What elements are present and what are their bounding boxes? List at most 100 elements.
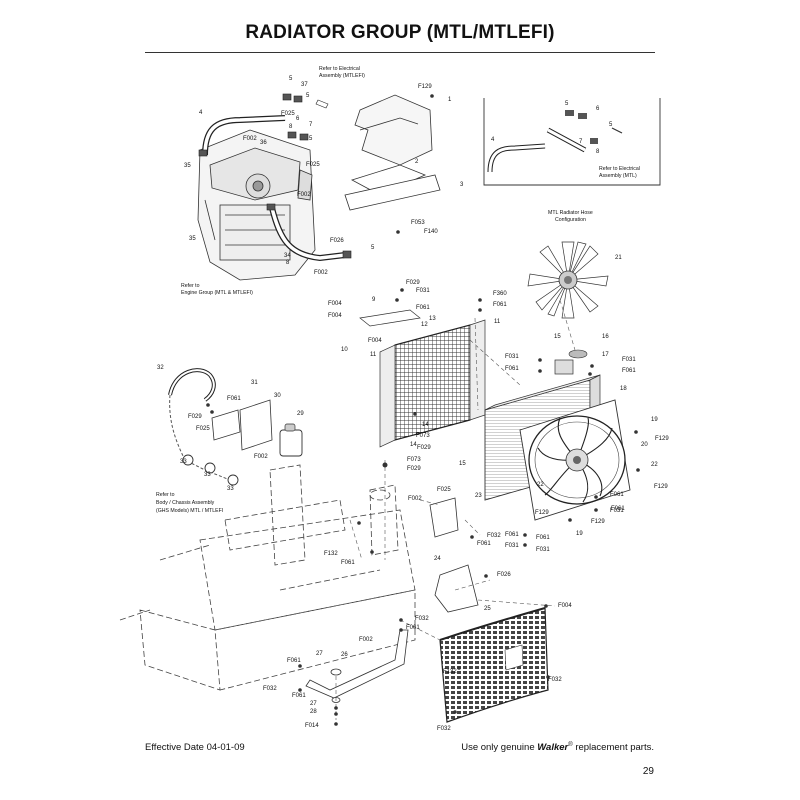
- part-callout: 16: [602, 334, 609, 340]
- part-callout: 33: [204, 472, 211, 478]
- part-callout: 34: [284, 253, 291, 259]
- hose-clamps: [198, 93, 352, 259]
- part-callout: F129: [535, 510, 549, 516]
- part-callout: 13: [429, 316, 436, 322]
- hardware-fasteners: [206, 94, 640, 726]
- part-callout: 28: [310, 709, 317, 715]
- part-callout: F061: [611, 506, 625, 512]
- part-callout: 22: [651, 462, 658, 468]
- part-callout: 1: [448, 97, 452, 103]
- effective-date: Effective Date 04-01-09: [145, 742, 245, 753]
- part-callout: 21: [615, 255, 622, 261]
- part-callout: F031: [610, 508, 624, 514]
- trademark-symbol: ®: [568, 742, 573, 748]
- part-callout: 11: [370, 352, 377, 358]
- part-callout: 5: [565, 101, 569, 107]
- part-callout: 19: [576, 531, 583, 537]
- genuine-parts-notice: Use only genuine Walker® replacement par…: [461, 742, 654, 753]
- part-callout: F002: [408, 496, 422, 502]
- lower-bracket: [305, 629, 409, 703]
- part-callout: F129: [591, 519, 605, 525]
- note-chassis-line2: Body / Chassis Assembly: [156, 500, 215, 506]
- part-callout: 29: [297, 411, 304, 417]
- part-callout: 5: [609, 122, 613, 128]
- part-callout: F029: [406, 280, 420, 286]
- note-engine-line2: Engine Group (MTL & MTLEFI): [181, 290, 253, 296]
- part-callout: 6: [296, 116, 300, 122]
- front-grille: [439, 607, 549, 723]
- part-callout: F129: [654, 484, 668, 490]
- part-callout: 9: [372, 297, 376, 303]
- part-callout: 32: [157, 365, 164, 371]
- part-callout: F026: [330, 238, 344, 244]
- part-callout: F061: [292, 693, 306, 699]
- part-callout: 7: [579, 139, 583, 145]
- assembly-leader-lines: [335, 299, 576, 720]
- part-callout: F031: [416, 288, 430, 294]
- part-callout: F004: [368, 338, 382, 344]
- part-callout: 8: [286, 260, 290, 266]
- part-callout: F029: [188, 414, 202, 420]
- part-callout: F002: [359, 637, 373, 643]
- part-callout: 15: [554, 334, 561, 340]
- part-callout: F004: [558, 603, 572, 609]
- note-engine-line1: Refer to: [181, 283, 200, 289]
- part-callout: F061: [505, 532, 519, 538]
- part-callout: F061: [227, 396, 241, 402]
- part-callout: F061: [536, 535, 550, 541]
- part-callout: F073: [416, 433, 430, 439]
- mtl-hose-inset: [483, 98, 661, 186]
- part-callout: 27: [310, 701, 317, 707]
- part-callout: F061: [505, 366, 519, 372]
- page-number: 29: [642, 766, 654, 777]
- part-callout: F061: [406, 625, 420, 631]
- radiator-shroud-brackets: [344, 94, 441, 211]
- genuine-suffix: replacement parts.: [575, 742, 654, 754]
- note-electrical-mtlefi-line1: Refer to Electrical: [319, 66, 360, 72]
- part-callout: F029: [407, 466, 421, 472]
- part-callout: F140: [424, 229, 438, 235]
- note-chassis-line3: (GHS Models) MTL / MTLEFI: [156, 508, 223, 514]
- part-callout: 31: [251, 380, 258, 386]
- title-divider: [145, 52, 655, 53]
- genuine-prefix: Use only genuine: [461, 742, 535, 754]
- part-callout: F032: [415, 616, 429, 622]
- note-chassis-line1: Refer to: [156, 492, 175, 498]
- part-callout: F061: [416, 305, 430, 311]
- part-callout: F004: [328, 313, 342, 319]
- note-inset-line1: MTL Radiator Hose: [548, 210, 593, 216]
- part-callout: F025: [306, 162, 320, 168]
- part-callout: 25: [484, 606, 491, 612]
- reference-notes: Refer to Electrical Assembly (MTLEFI) Re…: [156, 66, 640, 514]
- reservoir-bracket: [211, 399, 273, 451]
- part-callout: 5: [306, 93, 310, 99]
- part-callout: 15: [459, 461, 466, 467]
- part-callout: F061: [287, 658, 301, 664]
- part-callout: 26: [341, 652, 348, 658]
- part-callout: F014: [305, 723, 319, 729]
- part-callout: 5: [309, 136, 313, 142]
- page-title: RADIATOR GROUP (MTL/MTLEFI): [245, 22, 555, 43]
- note-electrical-mtlefi-line2: Assembly (MTLEFI): [319, 73, 365, 79]
- radiator-core: [359, 309, 486, 448]
- part-callout: F061: [493, 302, 507, 308]
- part-callout: F132: [324, 551, 338, 557]
- cooling-fan-blade: [527, 241, 609, 319]
- part-callout: 33: [180, 459, 187, 465]
- part-callout: F129: [655, 436, 669, 442]
- part-callout: 14: [422, 422, 429, 428]
- part-callout: F002: [314, 270, 328, 276]
- part-callout: 2: [415, 159, 419, 165]
- part-callout: F061: [622, 368, 636, 374]
- part-callout: 4: [491, 137, 495, 143]
- part-callout: F032: [487, 533, 501, 539]
- part-callout: 19: [651, 417, 658, 423]
- hose-clips: [182, 454, 239, 486]
- part-callout: 35: [189, 236, 196, 242]
- part-callout: 12: [421, 322, 428, 328]
- note-electrical-mtl-line2: Assembly (MTL): [599, 173, 637, 179]
- lower-shroud: [429, 497, 479, 613]
- coolant-reservoir: [279, 423, 303, 457]
